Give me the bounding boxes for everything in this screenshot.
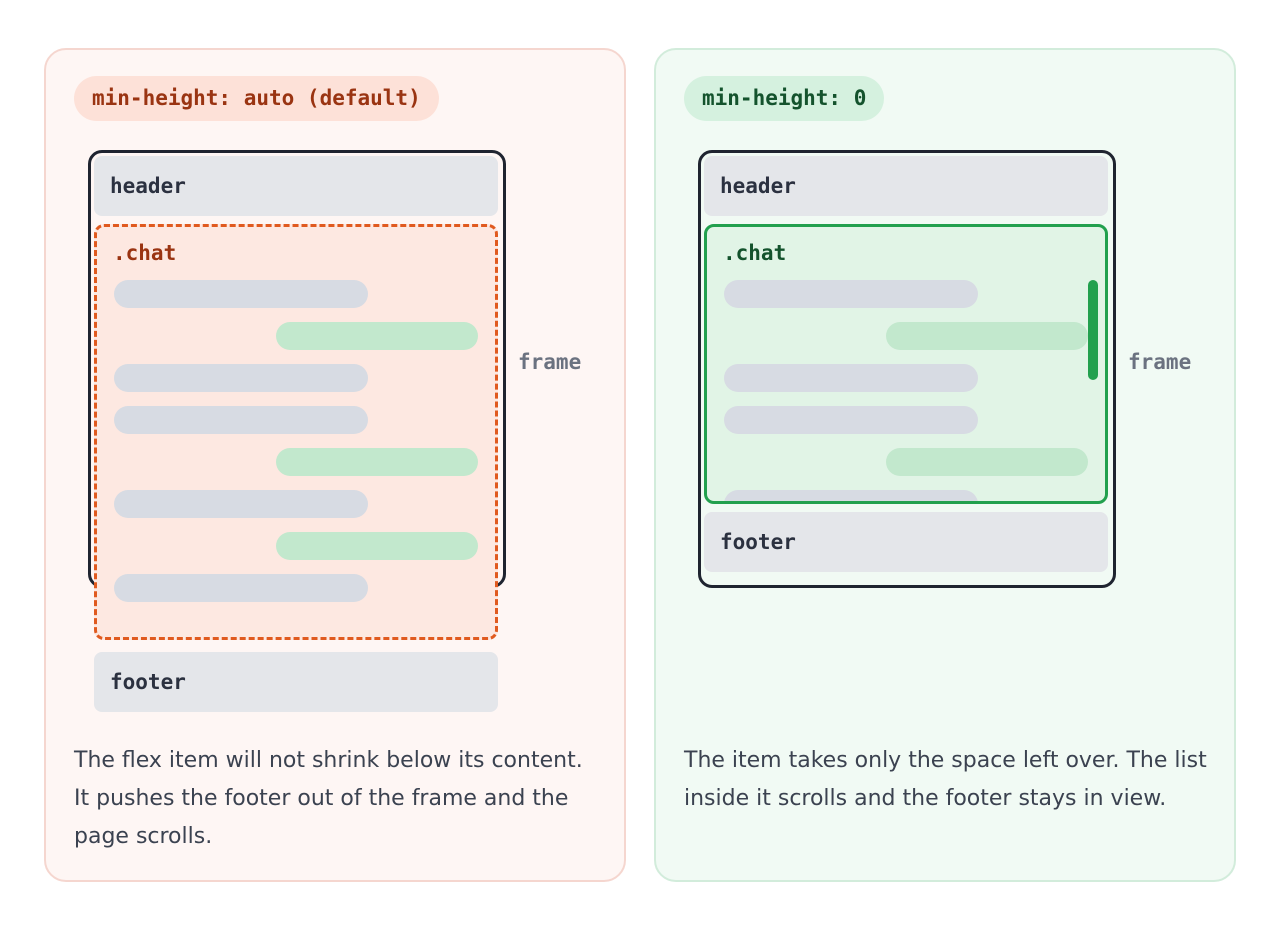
scrollbar-thumb[interactable]	[1088, 280, 1098, 380]
message-bubble-in	[724, 406, 978, 434]
header-label: header	[110, 174, 186, 198]
panel-min-height-auto: min-height: auto (default) header .chat …	[44, 48, 626, 882]
message-bubble-in	[724, 364, 978, 392]
message-bubble-out	[276, 322, 478, 350]
message-bubble-in	[114, 574, 368, 602]
property-pill: min-height: auto (default)	[74, 76, 439, 121]
message-bubble-out	[886, 322, 1088, 350]
chat-label: .chat	[723, 241, 787, 265]
frame-label: frame	[518, 350, 582, 374]
message-bubble-out	[276, 532, 478, 560]
message-bubble-in	[724, 490, 978, 501]
message-bubble-in	[724, 280, 978, 308]
panel-min-height-zero: min-height: 0 header .chat frame footer …	[654, 48, 1236, 882]
description-text: The flex item will not shrink below its …	[74, 748, 583, 849]
message-bubble-in	[114, 490, 368, 518]
chat-container[interactable]: .chat	[704, 224, 1108, 504]
frame-box	[698, 150, 1116, 588]
message-bubble-out	[276, 448, 478, 476]
property-pill: min-height: 0	[684, 76, 885, 121]
message-bubble-out	[886, 448, 1088, 476]
message-bubble-in	[114, 280, 368, 308]
description-text: The item takes only the space left over.…	[684, 748, 1207, 811]
message-bubble-in	[114, 406, 368, 434]
message-bubble-in	[114, 364, 368, 392]
header-block: header	[704, 156, 1108, 216]
footer-label: footer	[720, 530, 796, 554]
footer-label: footer	[110, 670, 186, 694]
frame-label: frame	[1128, 350, 1192, 374]
footer-block: footer	[704, 512, 1108, 572]
chat-label: .chat	[113, 241, 177, 265]
header-label: header	[720, 174, 796, 198]
footer-block: footer	[94, 652, 498, 712]
chat-container: .chat	[94, 224, 498, 640]
header-block: header	[94, 156, 498, 216]
